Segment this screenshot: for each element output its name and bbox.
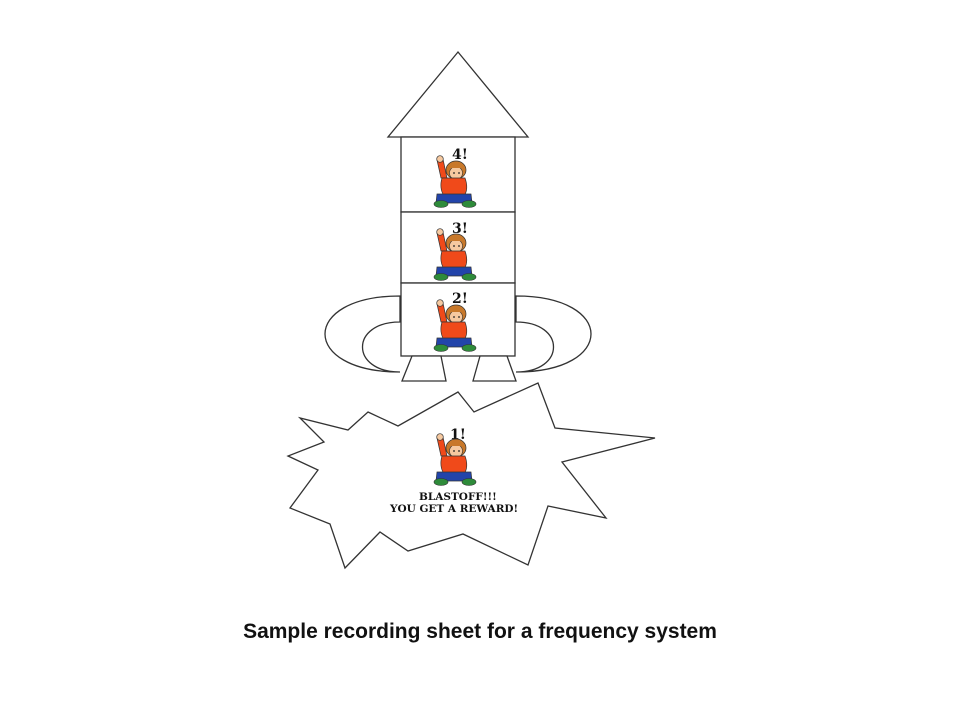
section-3-label: 3! xyxy=(452,221,468,237)
section-2-label: 2! xyxy=(452,291,468,307)
section-4-label: 4! xyxy=(452,147,468,163)
right-nozzle xyxy=(472,355,517,382)
right-fin xyxy=(515,295,592,373)
slide-caption: Sample recording sheet for a frequency s… xyxy=(243,620,717,643)
left-fin xyxy=(324,295,401,373)
rocket-nose-cone xyxy=(386,50,530,138)
left-nozzle xyxy=(401,355,447,382)
reward-text: YOU GET A REWARD! xyxy=(389,503,518,515)
blastoff-text: BLASTOFF!!! xyxy=(419,491,497,503)
